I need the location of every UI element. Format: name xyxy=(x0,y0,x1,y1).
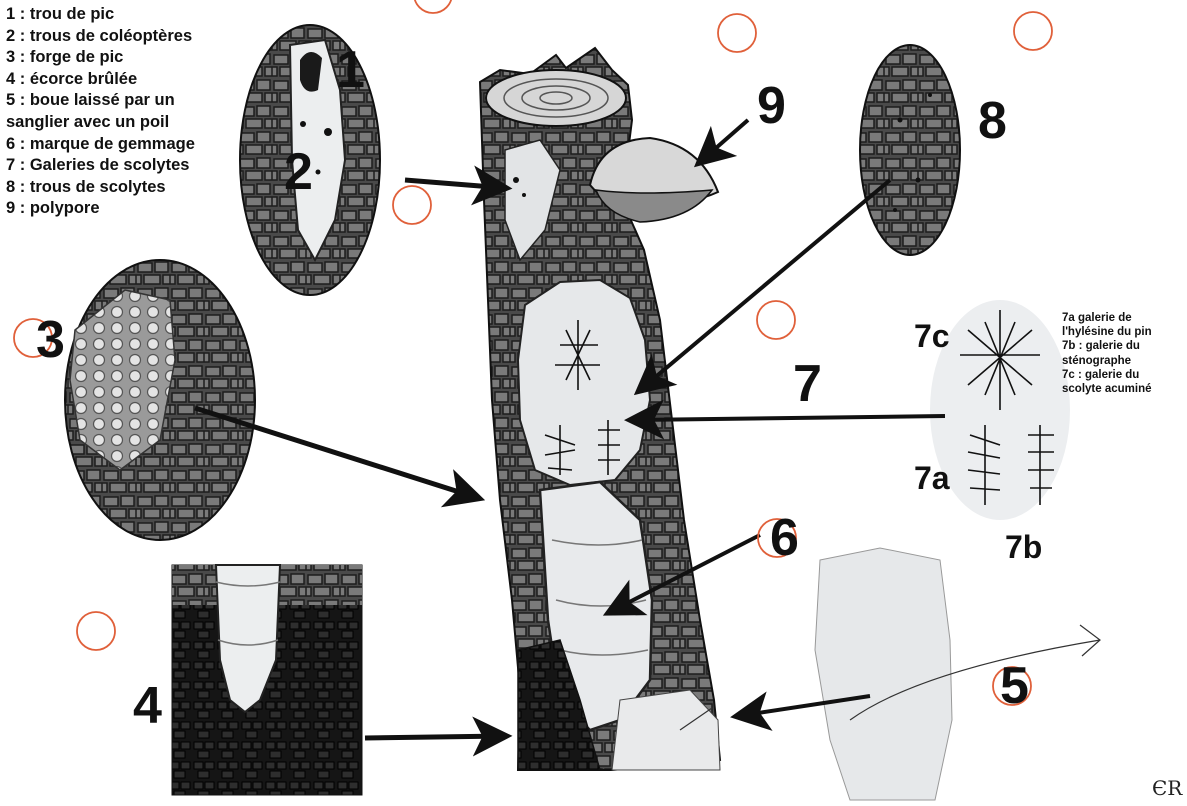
orange-circle xyxy=(77,612,115,650)
legend-7-line: scolyte acuminé xyxy=(1062,382,1184,396)
trunk-gallery-window xyxy=(518,280,650,485)
legend-item-5: 5 : boue laissé par un sanglier avec un … xyxy=(6,90,216,133)
label-3: 3 xyxy=(36,314,65,366)
trunk-hole xyxy=(522,193,526,197)
inset-galleries xyxy=(930,300,1070,520)
legend-galleries: 7a galerie de l'hylésine du pin 7b : gal… xyxy=(1062,311,1184,396)
label-7: 7 xyxy=(793,358,822,410)
orange-circle xyxy=(757,301,795,339)
orange-circle xyxy=(414,0,452,13)
arrow-7 xyxy=(632,416,945,420)
orange-circle xyxy=(718,14,756,52)
legend-7-line: 7a galerie de xyxy=(1062,311,1184,325)
legend-7-line: 7c : galerie du xyxy=(1062,368,1184,382)
legend-item-4: 4 : écorce brûlée xyxy=(6,69,256,91)
legend-item-3: 3 : forge de pic xyxy=(6,47,256,69)
orange-circle xyxy=(1014,12,1052,50)
legend-7-line: l'hylésine du pin xyxy=(1062,325,1184,339)
label-7b: 7b xyxy=(1005,531,1042,563)
label-9: 9 xyxy=(757,80,786,132)
label-7a: 7a xyxy=(914,462,950,494)
label-7c: 7c xyxy=(914,320,950,352)
inset-burnt-bark xyxy=(172,565,362,795)
label-8: 8 xyxy=(978,95,1007,147)
label-4: 4 xyxy=(133,680,162,732)
legend-item-1: 1 : trou de pic xyxy=(6,4,256,26)
legend-7-line: 7b : galerie du xyxy=(1062,339,1184,353)
arrow-9 xyxy=(700,120,748,162)
trunk-hole xyxy=(513,177,519,183)
legend-item-7: 7 : Galeries de scolytes xyxy=(6,155,256,177)
legend-7-line: sténographe xyxy=(1062,354,1184,368)
label-1: 1 xyxy=(336,44,365,96)
arrow-4 xyxy=(365,736,505,738)
inset-woodpecker-forge xyxy=(65,260,255,540)
legend-item-6: 6 : marque de gemmage xyxy=(6,134,256,156)
legend-item-9: 9 : polypore xyxy=(6,198,256,220)
legend-item-2: 2 : trous de coléoptères xyxy=(6,26,256,48)
inset-mud xyxy=(815,548,1100,800)
label-5: 5 xyxy=(1000,660,1029,712)
label-6: 6 xyxy=(770,512,799,564)
legend: 1 : trou de pic 2 : trous de coléoptères… xyxy=(6,4,256,220)
signature: ЄR xyxy=(1152,776,1182,800)
inset-scolyte-holes xyxy=(860,45,960,255)
label-2: 2 xyxy=(284,146,313,198)
legend-item-8: 8 : trous de scolytes xyxy=(6,177,256,199)
orange-circle xyxy=(393,186,431,224)
